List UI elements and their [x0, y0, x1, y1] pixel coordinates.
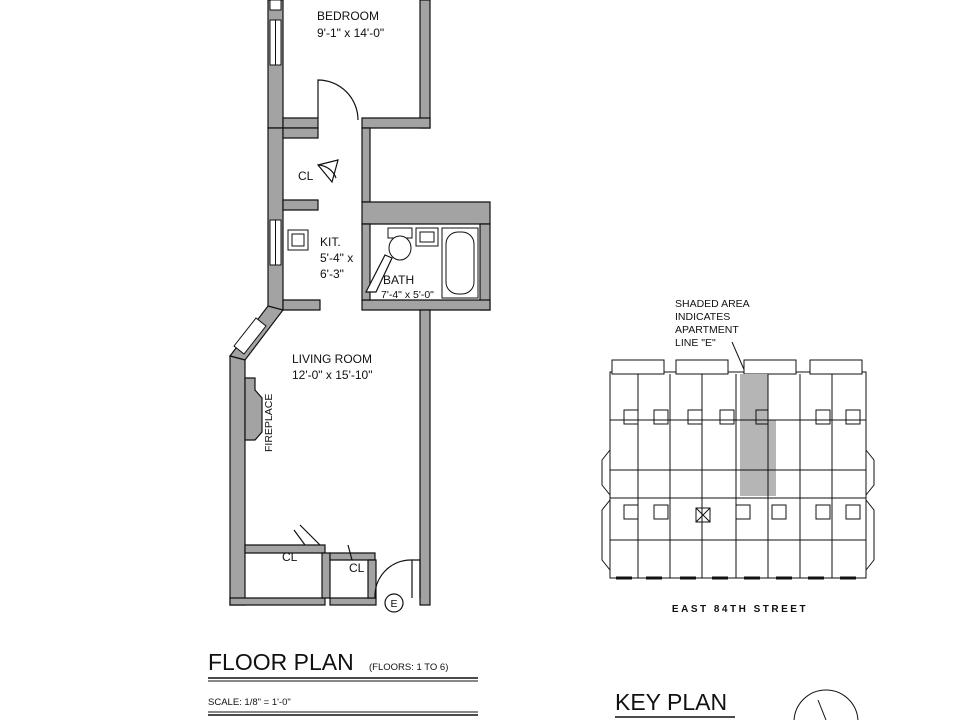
- key-note-line-3: APARTMENT: [675, 324, 739, 336]
- key-note-line-1: SHADED AREA: [675, 298, 750, 310]
- kitchen-size-line2: 6'-3": [320, 267, 344, 281]
- floors-note: (FLOORS: 1 TO 6): [369, 662, 448, 673]
- key-plan-note: SHADED AREA INDICATES APARTMENT LINE "E": [675, 298, 750, 375]
- windows: [233, 0, 282, 355]
- entry-marker-letter: E: [390, 598, 397, 610]
- living-room-size: 12'-0" x 15'-10": [292, 368, 372, 382]
- floor-plan-title-block: FLOOR PLAN (FLOORS: 1 TO 6) SCALE: 1/8" …: [208, 649, 478, 716]
- fixtures: [287, 227, 479, 299]
- street-name: EAST 84TH STREET: [672, 604, 808, 615]
- closet-upper-name: CL: [298, 169, 314, 183]
- floor-plan-labels: BEDROOM 9'-1" x 14'-0" CL KIT. 5'-4" x 6…: [263, 9, 434, 575]
- living-room-name: LIVING ROOM: [292, 352, 372, 366]
- bedroom-size: 9'-1" x 14'-0": [317, 26, 384, 40]
- kitchen-name: KIT.: [320, 235, 341, 249]
- floor-plan-title: FLOOR PLAN: [208, 649, 354, 675]
- closet-lower-left-name: CL: [282, 550, 298, 564]
- key-note-line-2: INDICATES: [675, 311, 730, 323]
- key-plan-drawing: [601, 359, 875, 580]
- entry-marker: E: [384, 593, 404, 613]
- key-plan-title-block: KEY PLAN: [615, 689, 735, 718]
- north-arrow-icon: [793, 689, 859, 720]
- floor-plan-walls: [228, 0, 491, 606]
- kitchen-size-line1: 5'-4" x: [320, 251, 353, 265]
- closet-lower-right-name: CL: [349, 561, 365, 575]
- scale-label: SCALE: 1/8" = 1'-0": [208, 697, 291, 708]
- bedroom-name: BEDROOM: [317, 9, 379, 23]
- bath-name: BATH: [383, 273, 414, 287]
- key-note-line-4: LINE "E": [675, 337, 716, 349]
- shaded-area-line-e: [740, 374, 776, 496]
- bath-size: 7'-4" x 5'-0": [381, 289, 434, 301]
- key-plan-title: KEY PLAN: [615, 689, 727, 715]
- fireplace-label: FIREPLACE: [263, 394, 275, 452]
- doors: [293, 79, 421, 599]
